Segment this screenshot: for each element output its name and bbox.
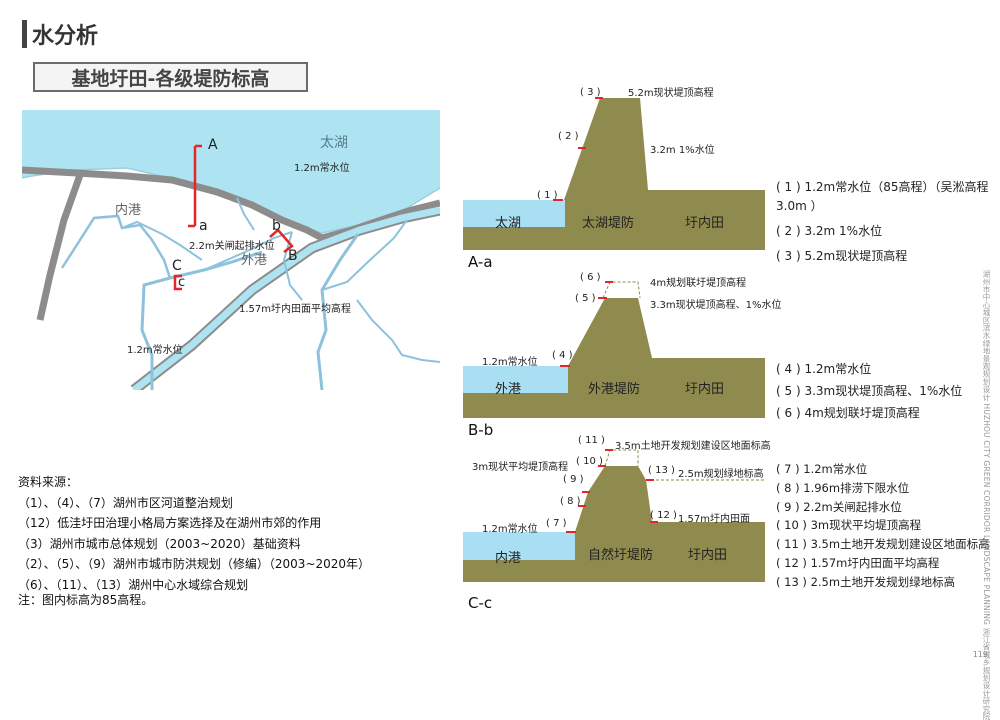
field-label-c: 圩内田 xyxy=(688,548,728,563)
natural-dike-label: 自然圩堤防 xyxy=(588,548,654,563)
legend-a-3: ( 3 ) 5.2m现状堤顶高程 xyxy=(776,249,908,263)
outer-dike-label: 外港堤防 xyxy=(588,382,641,397)
west-road xyxy=(36,173,84,321)
neigang-label: 内港 xyxy=(115,203,142,218)
marker-6: ( 6 ) xyxy=(580,272,601,283)
page-title: 水分析 xyxy=(32,24,99,49)
inner-level-label: 1.2m常水位 xyxy=(127,345,183,356)
marker-2: ( 2 ) xyxy=(558,131,579,142)
caption-a: A-a xyxy=(468,253,493,271)
legend-a: ( 1 ) 1.2m常水位（85高程）（吴淞高程3.0m ） ( 2 ) 3.2… xyxy=(776,178,994,266)
page-number: 119 xyxy=(972,650,988,659)
note-3: 5.2m现状堤顶高程 xyxy=(628,88,714,99)
section-label-a: a xyxy=(199,218,208,234)
legend-c: ( 7 ) 1.2m常水位 ( 8 ) 1.96m排涝下限水位 ( 9 ) 2.… xyxy=(776,460,994,592)
note-13: 2.5m规划绿地标高 xyxy=(678,469,764,480)
marker-10: ( 10 ) xyxy=(576,456,603,467)
section-a-svg xyxy=(463,97,765,250)
taihu-lake xyxy=(22,110,440,233)
section-line-c xyxy=(173,274,182,291)
legend-c-10: ( 10 ) 3m现状平均堤顶高程 xyxy=(776,518,922,533)
inner-harbor-channel xyxy=(140,250,263,390)
note-11: 3.5m土地开发规划建设区地面标高 xyxy=(615,441,771,452)
legend-b-6: ( 6 ) 4m规划联圩堤顶高程 xyxy=(776,406,920,420)
sources-heading: 资料来源： xyxy=(18,475,79,489)
section-label-B: B xyxy=(288,248,298,264)
subtitle-text: 基地圩田-各级堤防标高 xyxy=(71,67,270,90)
taihu-level-label: 1.2m常水位 xyxy=(294,163,350,174)
side-vertical-text: 湖州市中心城区滨水绿地景观规划设计 HUZHOU CITY GREEN CORR… xyxy=(982,270,991,720)
legend-a-2: ( 2 ) 3.2m 1%水位 xyxy=(776,224,883,238)
caption-b: B-b xyxy=(468,421,494,439)
note-6: 4m规划联圩堤顶高程 xyxy=(650,278,747,289)
legend-b: ( 4 ) 1.2m常水位 ( 5 ) 3.3m现状堤顶高程、1%水位 ( 6 … xyxy=(776,358,994,424)
legend-a-1: ( 1 ) 1.2m常水位（85高程）（吴淞高程3.0m ） xyxy=(776,180,989,213)
field-label-a: 圩内田 xyxy=(685,216,725,231)
legend-c-7: ( 7 ) 1.2m常水位 xyxy=(776,462,868,476)
section-label-A: A xyxy=(208,137,218,153)
note-12: 1.57m圩内田面 xyxy=(678,514,751,525)
legend-b-5: ( 5 ) 3.3m现状堤顶高程、1%水位 xyxy=(776,384,963,398)
section-b-svg xyxy=(463,281,765,418)
source-line-3: （3）湖州市城市总体规划（2003~2020）基础资料 xyxy=(18,536,301,551)
marker-13: ( 13 ) xyxy=(648,465,675,476)
taihu-label: 太湖 xyxy=(320,135,348,151)
section-line-b xyxy=(269,228,294,253)
field-level-label: 1.57m圩内田面平均高程 xyxy=(239,304,352,315)
legend-c-12: ( 12 ) 1.57m圩内田面平均高程 xyxy=(776,555,940,570)
source-line-1: （1）、（4）、（7）湖州市区河道整治规划 xyxy=(18,495,233,510)
legend-c-13: ( 13 ) 2.5m土地开发规划绿地标高 xyxy=(776,574,956,589)
note-5: 3.3m现状堤顶高程、1%水位 xyxy=(650,300,782,311)
sources-block: 资料来源： （1）、（4）、（7）湖州市区河道整治规划 （12）低洼圩田治理小格… xyxy=(18,472,370,611)
section-c-svg xyxy=(463,449,765,582)
marker-9: ( 9 ) xyxy=(563,474,584,485)
section-label-c: c xyxy=(178,275,186,290)
marker-12: ( 12 ) xyxy=(650,510,677,521)
source-line-5: （6）、（11）、（13）湖州中心水域综合规划 xyxy=(18,577,249,592)
waigang-label: 外港 xyxy=(241,253,268,268)
source-note: 注：图内标高为85高程。 xyxy=(18,593,154,607)
marker-4: ( 4 ) xyxy=(552,350,573,361)
outer-water xyxy=(463,366,568,393)
legend-c-9: ( 9 ) 2.2m关闸起排水位 xyxy=(776,499,902,514)
taihu-dike-label: 太湖堤防 xyxy=(582,216,635,231)
subtitle-box: 基地圩田-各级堤防标高 xyxy=(33,62,308,92)
marker-11: ( 11 ) xyxy=(578,435,605,446)
note-10: 3m现状平均堤顶高程 xyxy=(472,462,569,473)
outer-harbor-canal xyxy=(131,206,441,393)
section-label-b: b xyxy=(272,218,281,234)
outer-water-label: 外港 xyxy=(495,382,522,397)
marker-1: ( 1 ) xyxy=(537,190,558,201)
title-accent-bar xyxy=(22,20,27,48)
section-diagram-a: ( 3 ) 5.2m现状堤顶高程 ( 2 ) 3.2m 1%水位 ( 1 ) 太… xyxy=(460,80,780,275)
legend-c-8: ( 8 ) 1.96m排涝下限水位 xyxy=(776,480,910,495)
taihu-water xyxy=(463,200,565,227)
caption-c: C-c xyxy=(468,594,493,612)
section-label-C: C xyxy=(172,258,182,274)
field-label-b: 圩内田 xyxy=(685,382,725,397)
note-4: 1.2m常水位 xyxy=(482,357,538,368)
marker-5: ( 5 ) xyxy=(575,293,596,304)
inner-water-label: 内港 xyxy=(495,551,522,566)
legend-b-4: ( 4 ) 1.2m常水位 xyxy=(776,362,872,376)
source-line-4: （2）、（5）、（9）湖州市城市防洪规划（修编）（2003~2020年） xyxy=(18,557,371,571)
note-7: 1.2m常水位 xyxy=(482,524,538,535)
inner-water xyxy=(463,532,575,560)
marker-3: ( 3 ) xyxy=(580,87,601,98)
section-diagram-c: ( 11 ) 3.5m土地开发规划建设区地面标高 3m现状平均堤顶高程 ( 10… xyxy=(460,432,780,612)
site-map-svg xyxy=(21,110,442,395)
site-map: 太湖 1.2m常水位 内港 外港 2.2m关闸起排水位 1.57m圩内田面平均高… xyxy=(21,110,442,395)
legend-c-11: ( 11 ) 3.5m土地开发规划建设区地面标高 xyxy=(776,537,990,552)
marker-7: ( 7 ) xyxy=(546,518,567,529)
section-diagram-b: ( 6 ) 4m规划联圩堤顶高程 ( 5 ) 3.3m现状堤顶高程、1%水位 1… xyxy=(460,268,782,443)
note-2: 3.2m 1%水位 xyxy=(650,145,715,156)
sluice-level-label: 2.2m关闸起排水位 xyxy=(189,241,275,252)
marker-8: ( 8 ) xyxy=(560,496,581,507)
taihu-water-label: 太湖 xyxy=(495,216,522,231)
source-line-2: （12）低洼圩田治理小格局方案选择及在湖州市郊的作用 xyxy=(18,516,322,530)
